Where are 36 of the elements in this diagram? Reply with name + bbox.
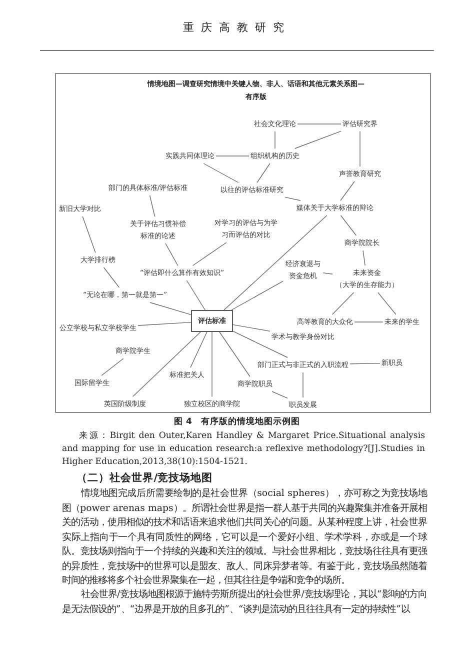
connector-line: [350, 362, 380, 364]
connector-line: [150, 302, 192, 316]
connector-line: [132, 332, 201, 397]
connector-line: [302, 372, 304, 398]
connector-line: [186, 280, 206, 310]
connector-line: [272, 391, 288, 399]
body-paragraph: 情境地图完成后所需要绘制的是社会世界（social spheres），亦可称之为竞技场地图（power arenas maps）。所谓社会世界是指一群人基于共同的兴趣聚集并准备开展相关的活动，使用相似的技术和话语来追求他们共同关心的问题。从某种程度上讲，社会世界实际上指向于一个具有同质性的网络，它可以是一个爱好小组、学术学科，亦或是一个球队。竞技场则指向于一个持续的兴趣和关注的领域。与社会世界相比，竞技场往往具有更强的异质性，竞技场中的世界可以是盟友、敌人、同床异梦者等。有鉴于此，竞技场虽然随着时间的推移将多个社会世界聚集在一起，但其往往是争端和竞争的场所。: [62, 487, 427, 588]
connector-line: [284, 196, 301, 201]
connector-line: [256, 163, 270, 183]
connector-line: [224, 215, 328, 310]
source-note: 来源：Birgit den Outer,Karen Handley & Margaret Price.Situational analysis and mapping for use in education research:a reflexive methodology?[J].Studies in Higher Education,2013,38(10):1504-1521.: [62, 430, 425, 469]
connector-line: [219, 332, 250, 377]
connector-line: [82, 216, 96, 253]
connector-line: [362, 250, 366, 266]
connector-line: [149, 195, 156, 217]
connector-line: [190, 332, 208, 368]
connector-line: [322, 272, 333, 274]
body-paragraph: 社会世界/竞技场地图根源于施特劳斯所提出的社会世界/竞技场理论，其以“影响的方向是无法假设的”、“边界是开放的且多孔的”、“谈判是流动的且往往具有一定的持续性”以: [62, 588, 427, 616]
connector-line: [203, 163, 239, 183]
connector-line: [340, 215, 357, 236]
connector-line: [332, 292, 354, 315]
connector-line: [231, 280, 284, 310]
connector-line: [232, 330, 288, 358]
connector-line: [138, 322, 192, 326]
connector-line: [340, 181, 355, 201]
section-heading: （二）社会世界/竞技场地图: [76, 471, 214, 485]
connector-line: [101, 358, 124, 376]
figure-caption: 图 4 有序版的情境地图示例图: [173, 416, 301, 428]
connector-line: [274, 131, 276, 149]
connector-line: [232, 324, 270, 332]
connector-line: [294, 130, 342, 149]
running-header: 重庆高教研究: [182, 20, 292, 35]
connector-line: [165, 243, 178, 266]
connector-line: [378, 292, 396, 315]
connector-line: [192, 242, 227, 266]
connector-line: [103, 267, 120, 288]
